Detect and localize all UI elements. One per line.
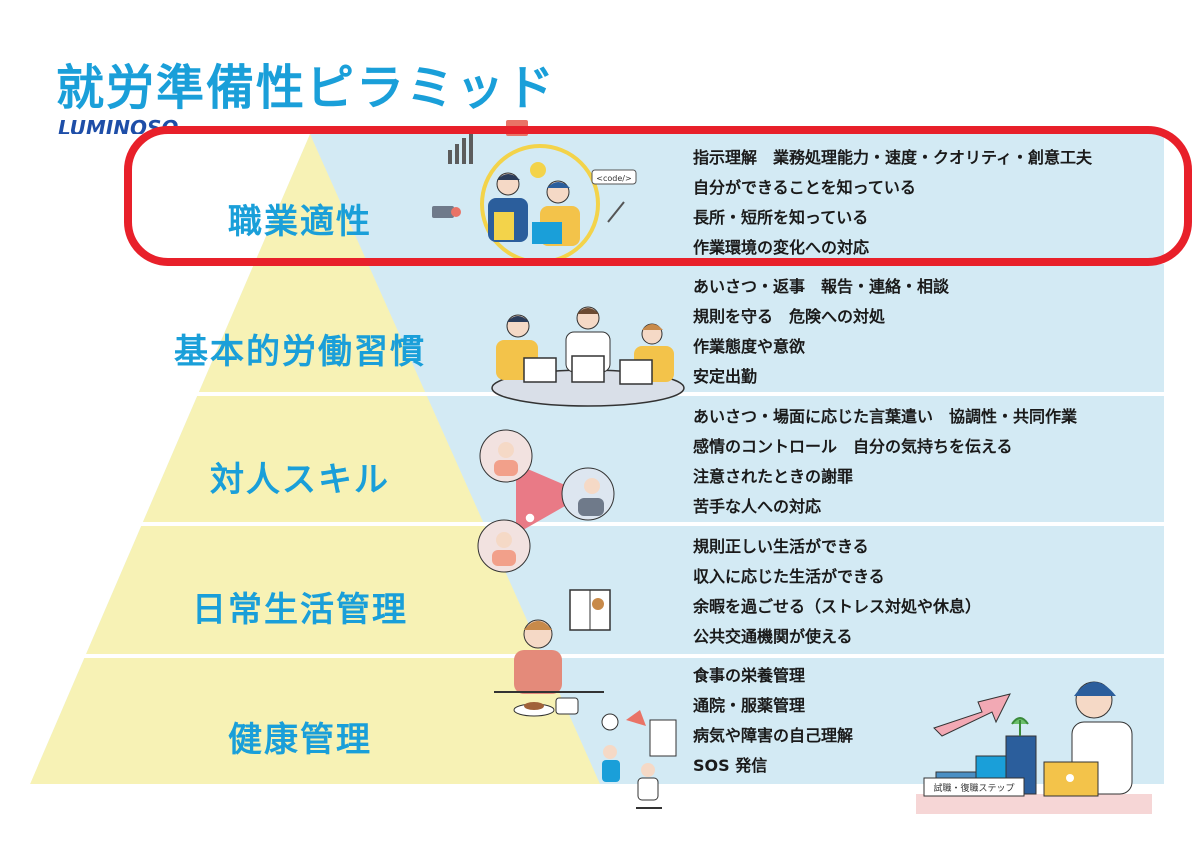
list-item: 注意されたときの謝罪: [693, 467, 854, 486]
tier-title-work-habits: 基本的労働習慣: [174, 332, 426, 372]
list-item: 公共交通機関が使える: [693, 627, 853, 646]
tier-items-health: 食事の栄養管理 通院・服薬管理 病気や障害の自己理解 SOS 発信: [693, 661, 1163, 781]
tier-title-interpersonal-skills: 対人スキル: [210, 460, 390, 500]
list-item: 食事の栄養管理: [693, 666, 806, 685]
step-sign-label: 試職・復職ステップ: [933, 782, 1014, 794]
list-item: 病気や障害の自己理解: [693, 726, 854, 745]
list-item: あいさつ・場面に応じた言葉遣い 協調性・共同作業: [693, 407, 1078, 426]
list-item: 作業環境の変化への対応: [693, 238, 870, 257]
list-item: 安定出勤: [693, 367, 758, 386]
illustration-job-aptitude: <code/>: [432, 120, 637, 262]
illustration-work-habits: [491, 306, 685, 407]
list-item: あいさつ・返事 報告・連絡・相談: [693, 277, 950, 296]
list-item: 苦手な人への対応: [693, 497, 822, 516]
code-tag-label: <code/>: [596, 174, 631, 183]
illustration-interpersonal: [477, 429, 615, 573]
list-item: 規則正しい生活ができる: [693, 537, 869, 556]
highlight-frame-job-aptitude: [124, 126, 1192, 266]
illustration-step-up: 試職・復職ステップ: [916, 681, 1152, 814]
tier-title-job-aptitude: 職業適性: [228, 202, 372, 242]
list-item: 収入に応じた生活ができる: [693, 567, 885, 586]
tier-items-job-aptitude: 指示理解 業務処理能力・速度・クオリティ・創意工夫 自分ができることを知っている…: [693, 143, 1163, 263]
list-item: 作業態度や意欲: [693, 337, 806, 356]
illustration-daily-life: [494, 589, 611, 717]
list-item: 感情のコントロール 自分の気持ちを伝える: [693, 437, 1013, 456]
list-item: 長所・短所を知っている: [693, 208, 869, 227]
list-item: 余暇を過ごせる（ストレス対処や休息）: [693, 597, 982, 616]
page-title: 就労準備性ピラミッド: [56, 60, 557, 116]
pyramid-triangle: [30, 134, 600, 784]
tier-items-work-habits: あいさつ・返事 報告・連絡・相談 規則を守る 危険への対処 作業態度や意欲 安定…: [693, 272, 1163, 392]
tier-items-interpersonal-skills: あいさつ・場面に応じた言葉遣い 協調性・共同作業 感情のコントロール 自分の気持…: [693, 402, 1163, 522]
tier-title-daily-life: 日常生活管理: [192, 590, 408, 630]
illustration-health: [601, 710, 677, 809]
list-item: SOS 発信: [693, 756, 768, 775]
list-item: 指示理解 業務処理能力・速度・クオリティ・創意工夫: [693, 148, 1093, 167]
tier-items-daily-life: 規則正しい生活ができる 収入に応じた生活ができる 余暇を過ごせる（ストレス対処や…: [693, 532, 1163, 652]
tier-title-health: 健康管理: [228, 720, 372, 760]
list-item: 自分ができることを知っている: [693, 178, 916, 197]
list-item: 規則を守る 危険への対処: [693, 307, 886, 326]
list-item: 通院・服薬管理: [693, 696, 806, 715]
